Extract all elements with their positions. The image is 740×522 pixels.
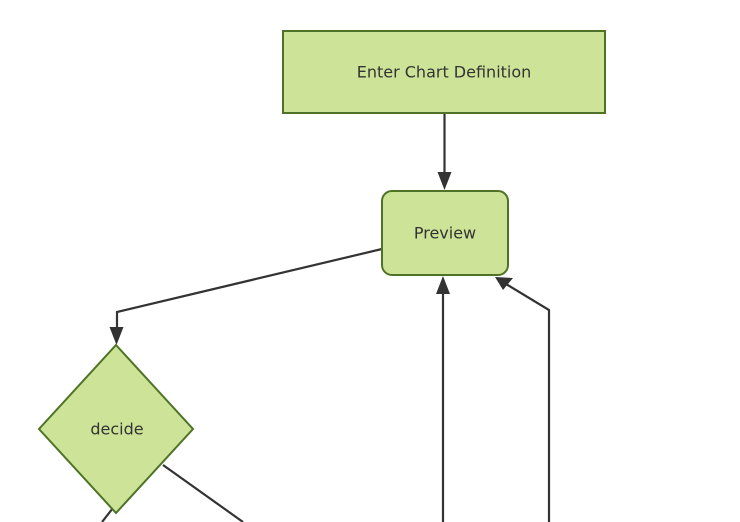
node-preview[interactable]: Preview <box>381 190 509 276</box>
edge-bottom-center-to-preview-arrowhead <box>436 276 450 294</box>
node-decide-shape[interactable] <box>37 343 195 515</box>
node-layer: Enter Chart Definition Preview decide <box>37 30 606 515</box>
edge-bottom-right-to-preview-arrowhead <box>495 277 513 290</box>
edge-preview-to-decide-arrowhead <box>109 327 124 345</box>
edge-bottom-right-to-preview-hitarea[interactable] <box>500 280 549 522</box>
edge-decide-bottom-out-line <box>101 507 114 522</box>
node-preview-shape[interactable] <box>381 190 509 276</box>
node-enter-chart-definition-shape[interactable] <box>282 30 606 114</box>
edge-bottom-center-to-preview[interactable] <box>436 276 450 522</box>
edge-layer <box>101 113 551 522</box>
node-enter-chart-definition[interactable]: Enter Chart Definition <box>282 30 606 114</box>
edge-decide-right-out-line <box>162 464 244 522</box>
edge-bottom-right-to-preview-line <box>505 283 551 522</box>
edge-preview-to-decide-line <box>115 247 383 333</box>
edge-preview-to-decide[interactable] <box>109 247 383 345</box>
edge-decide-bottom-out[interactable] <box>101 507 114 522</box>
edge-decide-right-out[interactable] <box>162 464 244 522</box>
edge-preview-to-decide-hitarea[interactable] <box>117 249 382 335</box>
edge-enter-to-preview-arrowhead <box>437 172 452 190</box>
edge-enter-to-preview[interactable] <box>437 113 452 190</box>
node-decide[interactable]: decide <box>37 343 195 515</box>
edge-bottom-right-to-preview[interactable] <box>495 277 551 522</box>
